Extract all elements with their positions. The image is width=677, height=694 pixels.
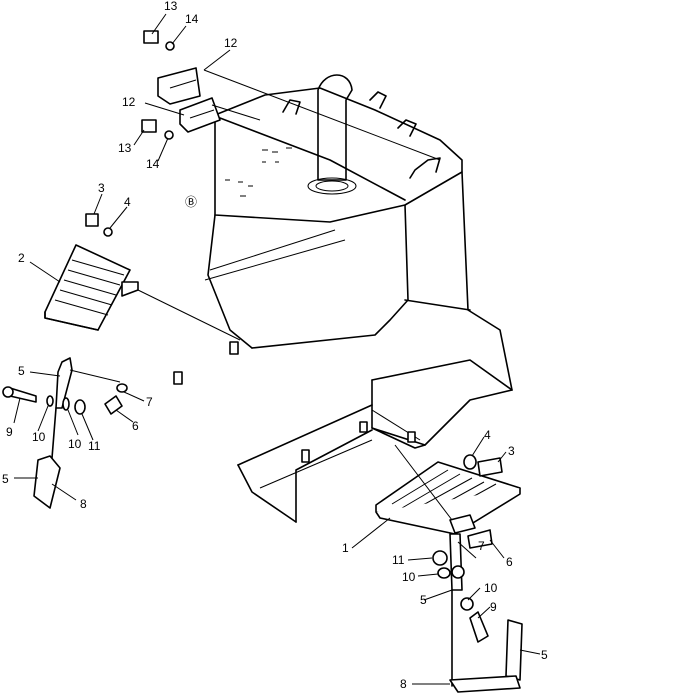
callout-10-left-b: 10 [68,437,82,451]
callout-5-right-lower: 5 [541,648,548,662]
left-step [44,244,139,331]
left-fasteners [2,383,128,415]
callout-10-right-a: 10 [402,570,416,584]
callout-4-left: 4 [124,195,131,209]
callout-8-right: 8 [400,677,407,691]
callout-3-right: 3 [508,444,515,458]
callout-13-top: 13 [164,0,178,13]
callout-13-middle: 13 [118,141,132,155]
callout-8-left: 8 [80,497,87,511]
callout-9-right: 9 [490,600,497,614]
left-stay [33,357,73,509]
body-bolt [407,431,416,443]
callout-6-left: 6 [132,419,139,433]
callout-10-left-a: 10 [32,430,46,444]
callout-14-top: 14 [185,12,199,26]
body-bolt [359,421,368,433]
callout-5-left-upper: 5 [18,364,25,378]
exhaust-pipe [307,74,357,195]
callout-4-right: 4 [484,428,491,442]
callout-5-right-upper: 5 [420,593,427,607]
callout-7-right: 7 [478,539,485,553]
body-mark: Ⓑ [185,195,197,209]
body-bolt [229,341,239,355]
callout-10-right-b: 10 [484,581,498,595]
right-stay [449,533,523,693]
callout-14-middle: 14 [146,157,160,171]
body-bolt [173,371,183,385]
main-body: Ⓑ [173,87,513,523]
callout-9-left: 9 [6,425,13,439]
callout-12-top: 12 [224,36,238,50]
callout-1: 1 [342,541,349,555]
callout-11-left: 11 [88,439,101,453]
right-step [375,461,521,535]
callout-12-middle: 12 [122,95,136,109]
callout-labels: 13 14 12 12 13 14 3 4 2 5 7 9 10 10 11 6… [2,0,548,691]
callout-11-right: 11 [392,553,405,567]
leader-lines [13,13,541,685]
callout-5-left-lower: 5 [2,472,9,486]
right-fasteners [432,454,503,643]
callout-2: 2 [18,251,25,265]
callout-3-left: 3 [98,181,105,195]
callout-6-right: 6 [506,555,513,569]
callout-7-left: 7 [146,395,153,409]
top-brackets [85,30,221,237]
body-bolt [301,449,310,463]
